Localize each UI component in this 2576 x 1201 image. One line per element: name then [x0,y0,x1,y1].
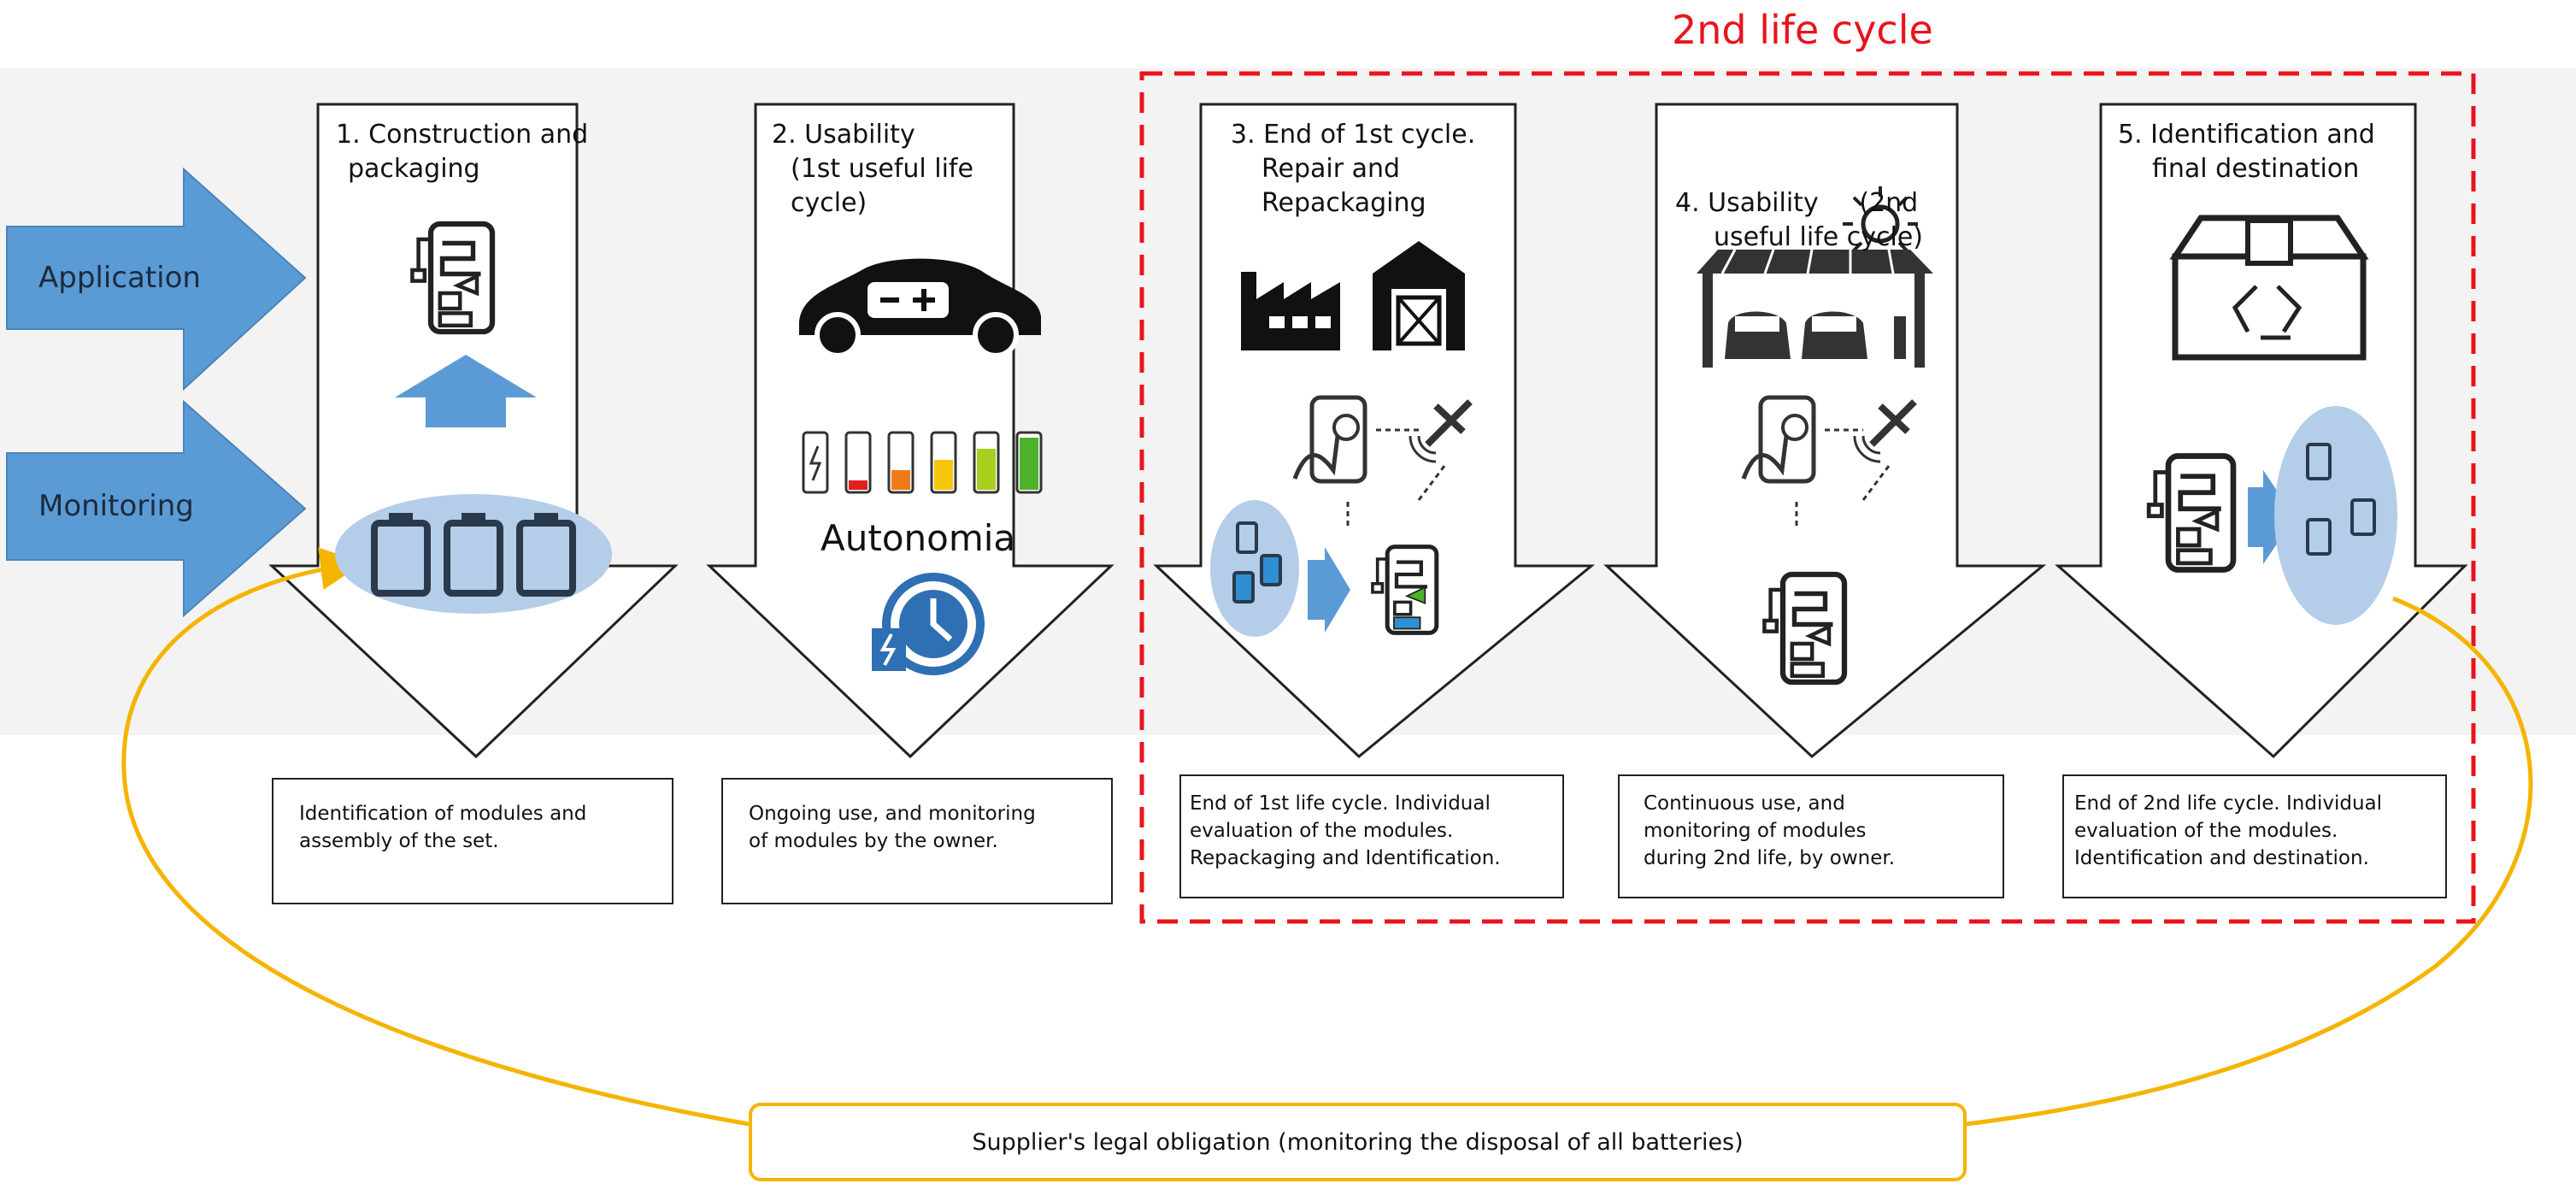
recycle-box-icon [2169,215,2369,361]
legal-obligation-text: Supplier's legal obligation (monitoring … [972,1128,1744,1156]
touch-phone-icon [1741,395,1816,484]
factory-icon [1241,272,1340,350]
up-arrow-icon [395,355,537,427]
step-1-arrow [268,103,679,759]
battery-pack-icon [1373,547,1437,633]
solar-carport-icon [1697,249,1933,368]
touch-phone-icon [1292,395,1367,484]
battery-modules-icon [2274,406,2397,625]
monitoring-arrow [6,399,307,618]
application-label: Application [38,261,201,295]
step-5-arrow [2055,103,2468,759]
second-life-cycle-label: 2nd life cycle [1672,7,1933,53]
clock-charge-icon [872,573,985,675]
battery-modules-icon [1210,500,1299,637]
electric-car-icon [799,258,1041,358]
legal-obligation-box: Supplier's legal obligation (monitoring … [749,1103,1967,1181]
battery-modules-icon [335,494,612,614]
autonomia-label: Autonomia [820,517,1016,559]
process-arrow-icon [1308,547,1350,633]
satellite-icon [1409,399,1473,463]
application-arrow [6,167,307,392]
second-life-region [1139,71,2476,924]
monitoring-label: Monitoring [38,489,194,523]
process-arrow-icon [2248,470,2295,564]
sun-icon [1843,186,1918,262]
warehouse-icon [1373,241,1465,350]
satellite-icon [1853,399,1917,463]
return-loop [121,564,2533,1127]
step-2-arrow [706,103,1115,759]
battery-level-icon [802,431,1043,494]
